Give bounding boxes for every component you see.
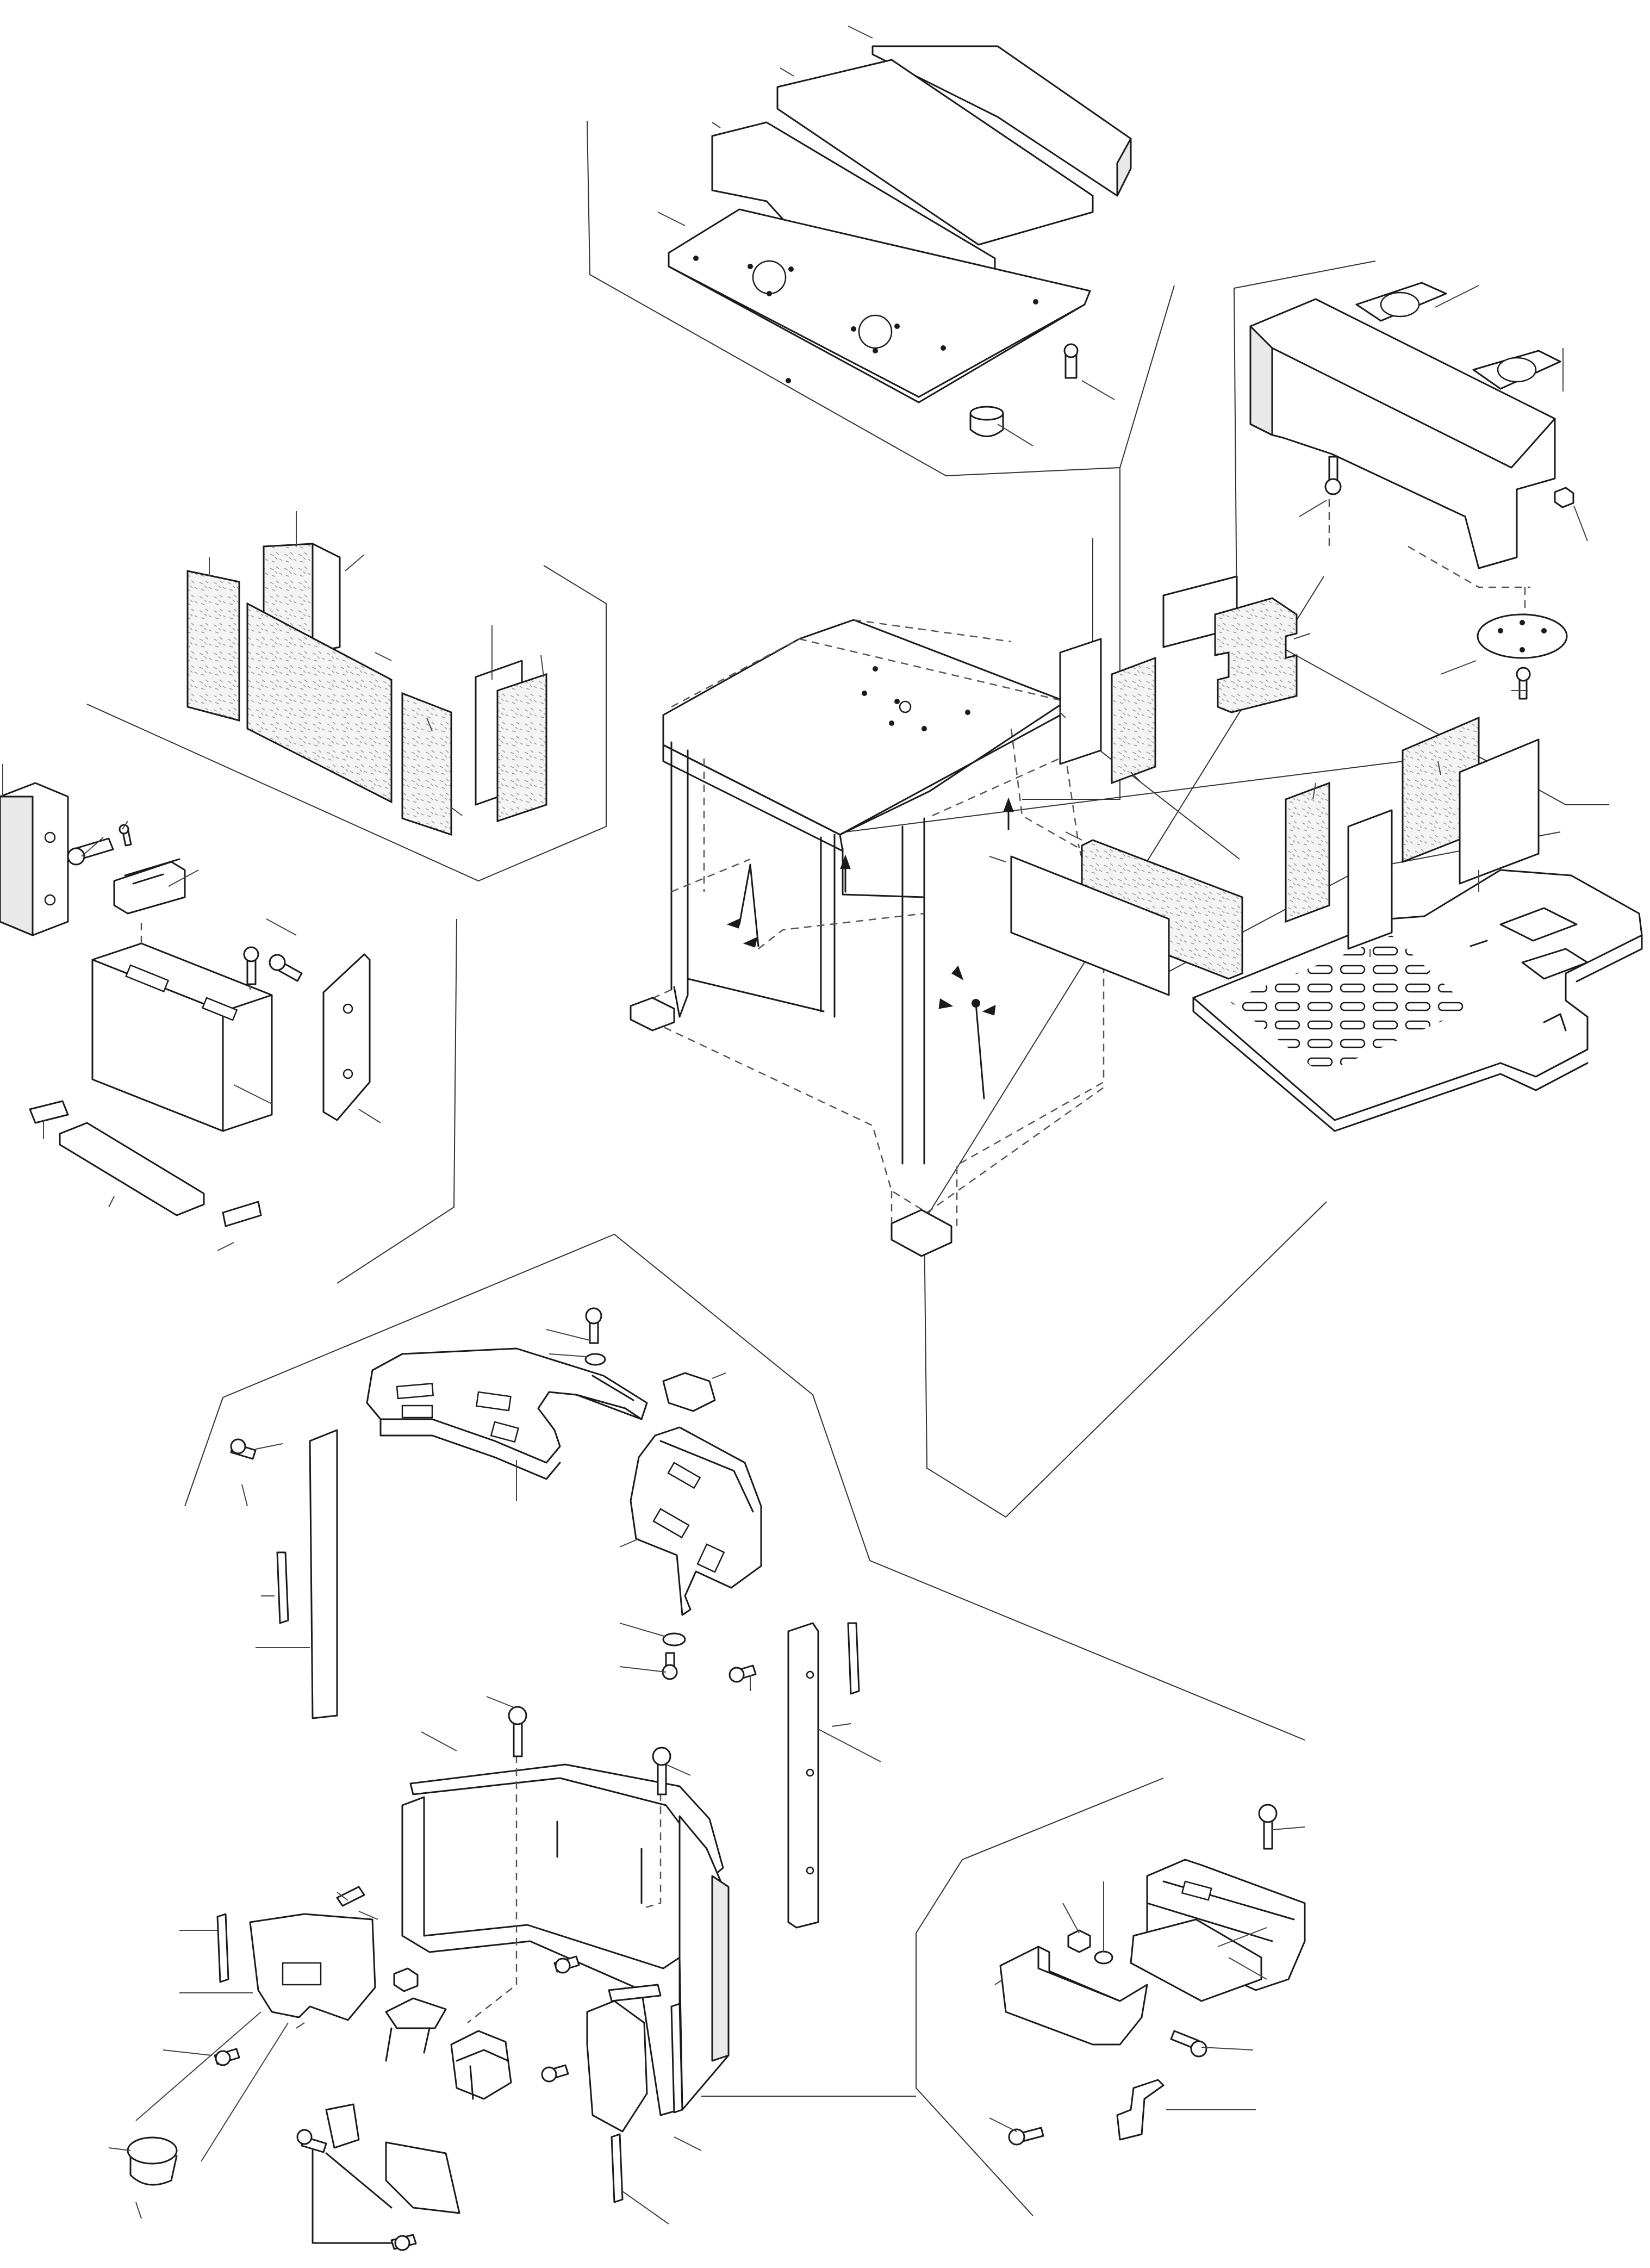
guard-lower-plate bbox=[385, 2141, 460, 2214]
mat-right-thin-a bbox=[1059, 638, 1102, 765]
cab-roof-top bbox=[662, 619, 1067, 836]
connector-cab-right bbox=[1022, 468, 1120, 800]
front-guard-upper-group bbox=[230, 1307, 860, 1929]
top-pad-wide bbox=[776, 59, 1094, 246]
floor-mat-slot-b bbox=[1521, 948, 1589, 980]
guard-top-rail bbox=[409, 1763, 724, 1882]
arrow-up-right bbox=[1003, 797, 1014, 812]
cab-base-foot-left bbox=[630, 997, 675, 1032]
step-washer-b bbox=[1094, 1950, 1113, 1965]
bracket-nut bbox=[1554, 487, 1574, 508]
mat-right-wide-b bbox=[1010, 855, 1170, 996]
left-mats-group bbox=[186, 543, 547, 836]
guard-bolt-top bbox=[589, 1320, 599, 1344]
top-pad-narrow-edge bbox=[1116, 138, 1132, 197]
round-cover-plate bbox=[1477, 613, 1568, 659]
guard-mount-block bbox=[450, 2030, 512, 2100]
mat-right-thin-b bbox=[1347, 809, 1393, 950]
cab-pillar-front-right bbox=[901, 817, 925, 1165]
mat-left-mid bbox=[401, 692, 452, 836]
cab-frame-group bbox=[630, 619, 1105, 1257]
roof-bracket bbox=[1249, 298, 1556, 569]
mat-right-large-b bbox=[1459, 738, 1540, 885]
mat-right-tall-a bbox=[1111, 656, 1156, 785]
guard-strip-low-right bbox=[611, 2133, 624, 2203]
guard-left-clip bbox=[336, 1886, 365, 1907]
spacer-block-left bbox=[29, 1100, 69, 1124]
guard-washer-mid bbox=[662, 1632, 686, 1646]
guard-hinge-strip bbox=[608, 1984, 662, 2002]
storage-box bbox=[91, 942, 273, 1132]
guard-strip-left bbox=[309, 1429, 338, 1719]
outline-left-box bbox=[337, 918, 457, 1284]
roof-plate-hole-left bbox=[752, 260, 787, 295]
front-guard-assembly-group bbox=[127, 1706, 730, 2251]
outline-front-guard bbox=[184, 1233, 1305, 1741]
outline-left-mats bbox=[86, 565, 607, 882]
floor-mat-slot-a bbox=[1499, 907, 1578, 942]
guard-short-strip-left bbox=[276, 1551, 289, 1624]
step-latch-clip bbox=[1116, 2079, 1165, 2141]
left-box-group bbox=[0, 782, 371, 1227]
outline-top-plates bbox=[587, 120, 1175, 477]
guard-left-strip bbox=[216, 1913, 229, 1983]
spacer-block-right bbox=[222, 1201, 262, 1227]
step-guard-cover bbox=[999, 1946, 1148, 2046]
guard-lower-bracket-a bbox=[325, 2103, 360, 2149]
step-washer-a bbox=[1067, 1929, 1091, 1953]
guard-small-plate bbox=[385, 1997, 447, 2029]
guard-washer-top bbox=[584, 1353, 606, 1366]
guard-channel-right bbox=[787, 1622, 819, 1929]
top-plates-group bbox=[668, 45, 1132, 437]
right-mats-group bbox=[1010, 575, 1540, 996]
cab-pillar-mid bbox=[820, 834, 836, 1018]
guard-right-strip-side bbox=[670, 2003, 683, 2114]
guard-hinged-plate bbox=[586, 2000, 648, 2133]
roof-bracket-group bbox=[1249, 282, 1574, 700]
guard-short-strip-right bbox=[847, 1622, 860, 1695]
long-spacer-strip bbox=[59, 1122, 205, 1216]
rubber-cap bbox=[662, 1372, 716, 1412]
mat-right-h-shape bbox=[1214, 597, 1298, 713]
cab-pillar-front-left bbox=[670, 741, 689, 996]
side-panel-right bbox=[322, 953, 371, 1121]
connector-cab-floor bbox=[845, 753, 1468, 832]
step-bracket-base bbox=[1130, 1918, 1262, 2002]
floor-mat-group bbox=[1192, 869, 1643, 1132]
cab-base-foot-right bbox=[891, 1209, 952, 1257]
box-lid-latch bbox=[113, 861, 186, 915]
step-bracket-group bbox=[999, 1804, 1306, 2146]
mat-left-large bbox=[246, 602, 393, 804]
roof-base-plate-thickness bbox=[668, 265, 1086, 403]
mat-right-tall-b bbox=[1285, 781, 1330, 923]
mat-left-right bbox=[496, 673, 547, 823]
guard-nut-left bbox=[393, 1967, 419, 1992]
roof-bracket-side bbox=[1249, 325, 1273, 436]
mat-left-tall bbox=[186, 570, 240, 722]
floor-mat-grille bbox=[1229, 935, 1471, 1074]
guard-side-panel bbox=[630, 1426, 762, 1616]
roof-plate-hole-right bbox=[858, 314, 893, 349]
outline-bottom-right bbox=[916, 1778, 1164, 2216]
callout-leader-lines bbox=[2, 26, 1588, 2224]
outline-right-mats bbox=[923, 576, 1327, 1518]
